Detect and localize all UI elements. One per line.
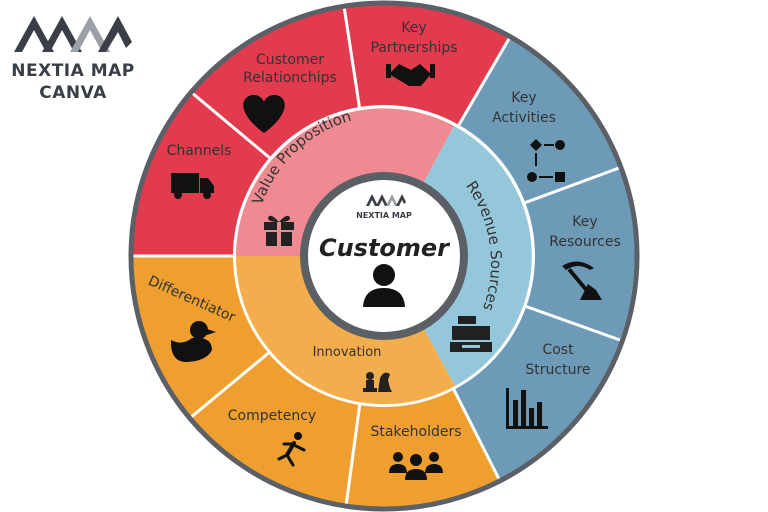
chess-pieces-icon [363, 372, 392, 392]
innovation-label: Innovation [313, 345, 382, 360]
truck-icon [171, 173, 214, 199]
brand-block: NEXTIA MAP CANVA [8, 8, 138, 104]
key-resources-label-line2: Resources [549, 234, 621, 250]
brand-title-line1: NEXTIA MAP [11, 61, 135, 81]
pickaxe-icon [562, 261, 602, 300]
competency-label: Competency [228, 408, 316, 424]
nextia-map-logo-icon [14, 16, 132, 52]
cost-structure-label-line2: Structure [525, 362, 590, 378]
center-disc [308, 180, 460, 332]
flowchart-icon [527, 139, 565, 182]
channels-label: Channels [167, 143, 232, 159]
customer-relationships-label-line1: Customer [256, 52, 324, 68]
customer-relationships-label-line2: Relationchips [243, 70, 337, 86]
key-activities-label-line2: Activities [492, 110, 556, 126]
cash-register-icon [450, 316, 492, 352]
outer-ring-border [128, 0, 640, 512]
bar-chart-icon [506, 388, 548, 429]
heart-icon [243, 94, 285, 133]
brand-title-line2: CANVA [39, 83, 107, 103]
outer-dividers [131, 5, 621, 507]
user-icon [363, 264, 405, 307]
runner-icon [277, 432, 306, 467]
center-logo-text: NEXTIA MAP [356, 211, 412, 220]
people-group-icon [389, 452, 443, 480]
cost-structure-label-line1: Cost [542, 342, 574, 358]
rubber-duck-icon [170, 321, 216, 362]
stakeholders-label: Stakeholders [370, 424, 461, 440]
gift-icon [264, 215, 294, 246]
key-resources-label-line1: Key [572, 214, 597, 230]
key-activities-label-line1: Key [511, 90, 536, 106]
center-logo-icon [366, 194, 406, 206]
key-partnerships-label-line1: Key [401, 20, 426, 36]
handshake-icon [386, 64, 435, 86]
key-partnerships-label-line2: Partnerships [370, 40, 457, 56]
center-title: Customer [319, 234, 451, 262]
